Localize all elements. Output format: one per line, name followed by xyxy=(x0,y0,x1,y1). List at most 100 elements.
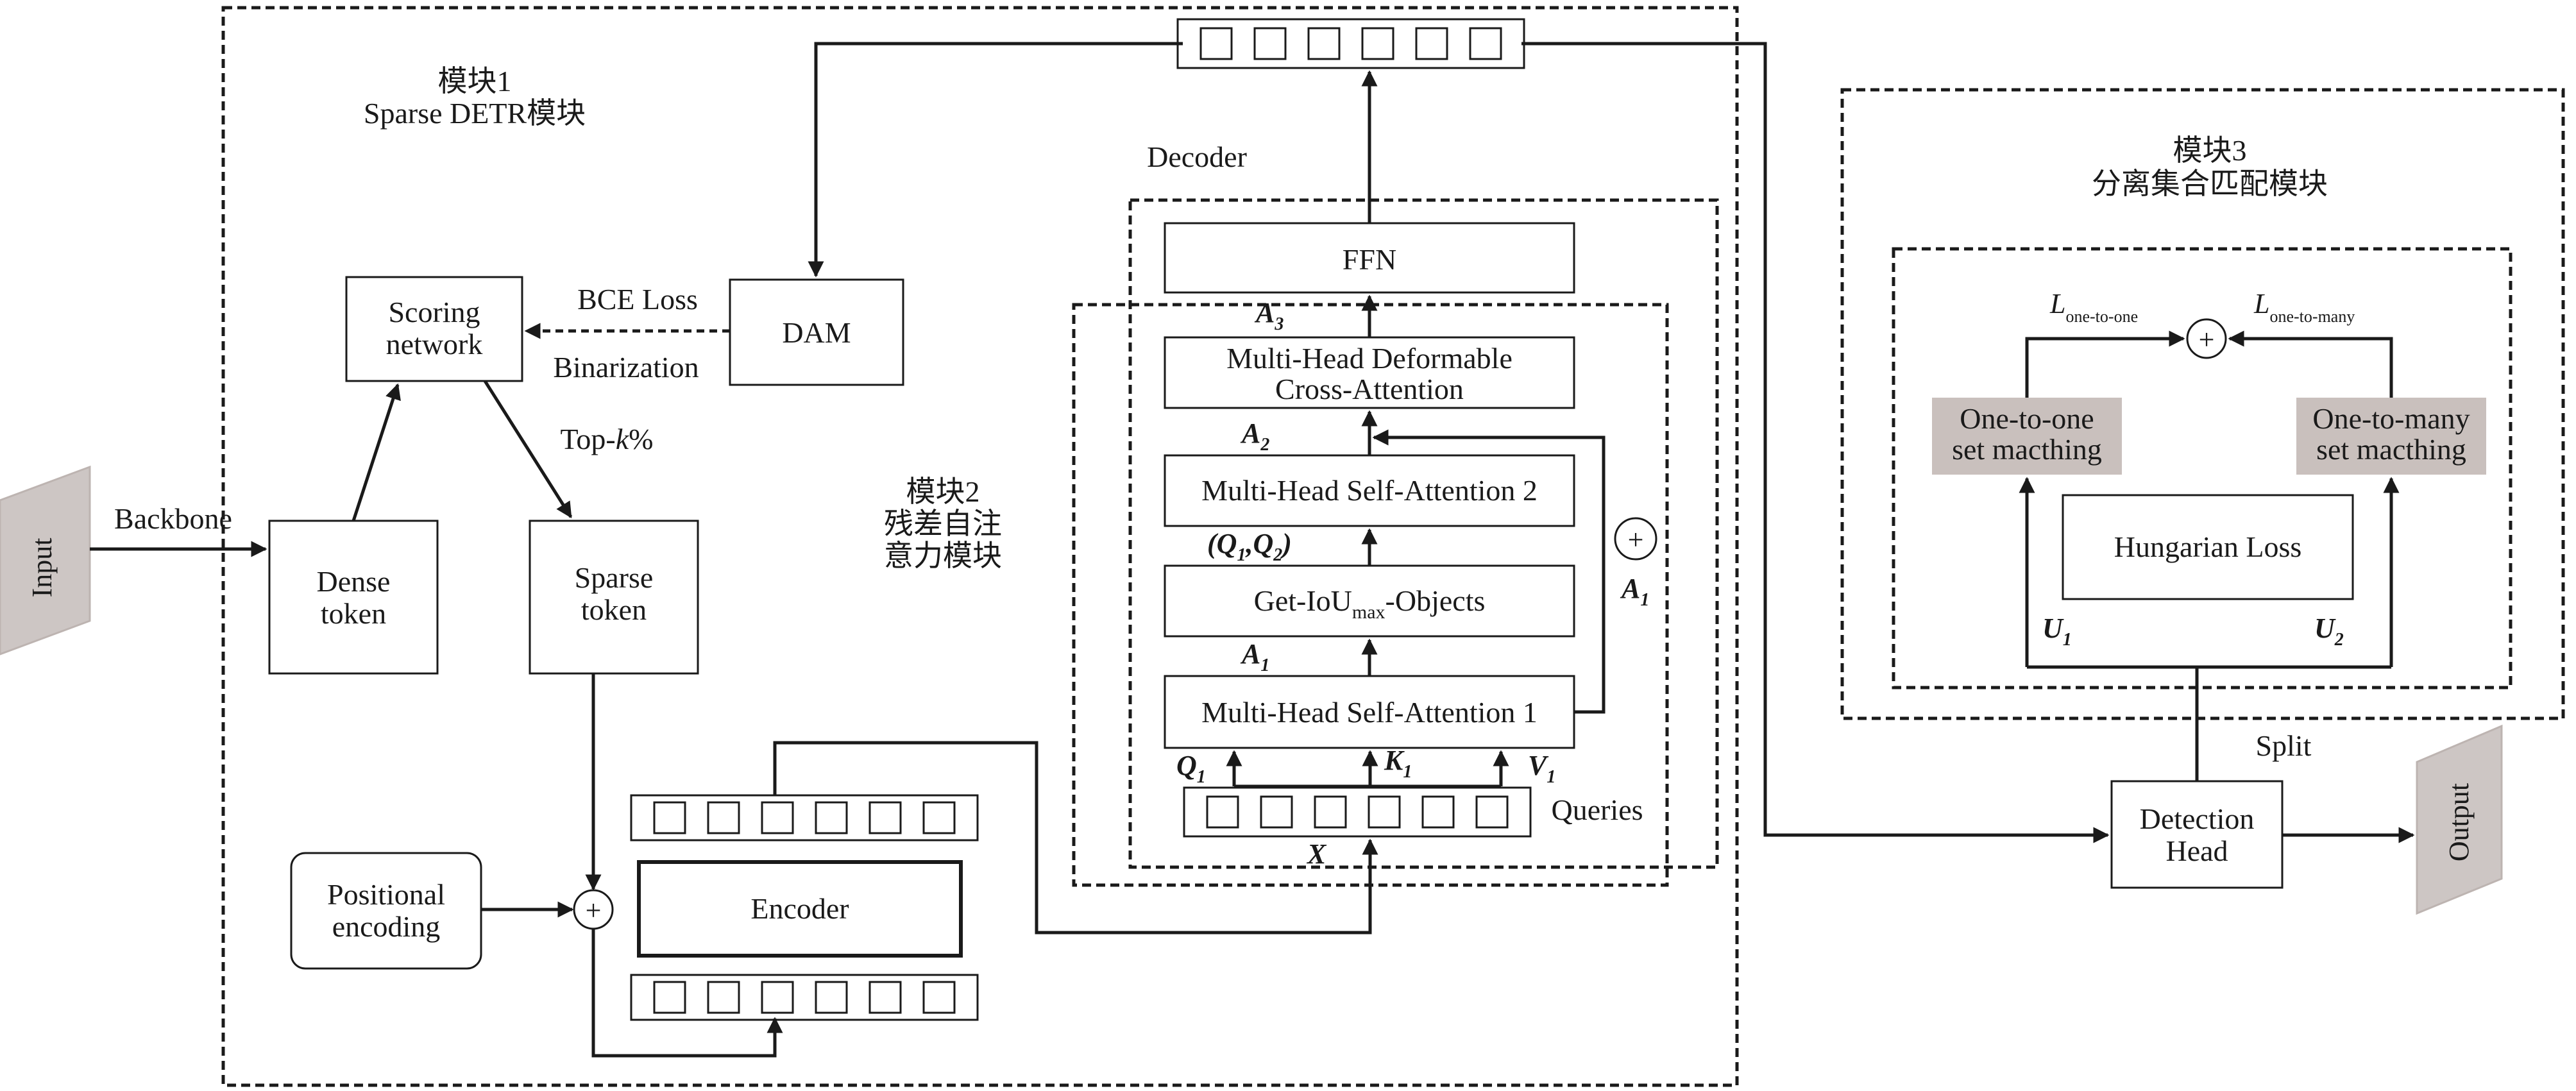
deform-attn-box xyxy=(1164,336,1575,409)
encoder-input-token-cell xyxy=(707,981,740,1014)
module1-title: 模块1 xyxy=(438,65,512,97)
input-label: Input xyxy=(26,538,58,598)
encoder-output-token-cell xyxy=(761,801,794,834)
dense-to-scoring-arrow xyxy=(352,383,401,521)
encoder-input-token-cell xyxy=(653,981,686,1014)
query-token-cell xyxy=(1475,795,1509,829)
input-shape xyxy=(0,465,91,655)
module1-subtitle: Sparse DETR模块 xyxy=(364,97,586,130)
encoder-output-token-cell xyxy=(815,801,848,834)
l-one-to-many-label: Lone-to-many xyxy=(2253,288,2355,326)
var-q1: Q1 xyxy=(1176,750,1206,787)
module3-title: 模块3 xyxy=(2173,134,2247,167)
self-attn-1-label: Multi-Head Self-Attention 1 xyxy=(1201,696,1538,729)
output-shape xyxy=(2416,724,2503,915)
query-token-frame xyxy=(1183,786,1532,838)
var-x: X xyxy=(1306,838,1327,870)
sum-to-encoder-input-arrow xyxy=(591,929,783,1058)
encoder-output-token-frame xyxy=(630,794,979,842)
u2-label: U2 xyxy=(2314,613,2344,650)
matching-inner-frame xyxy=(1892,247,2512,689)
split-label: Split xyxy=(2256,729,2312,762)
hungarian-loss-box xyxy=(2062,494,2354,600)
loss-sum-node xyxy=(2186,318,2227,359)
sparse-token-box xyxy=(529,520,699,675)
decoder-output-token-cell xyxy=(1415,27,1448,60)
connectors xyxy=(90,42,2415,1058)
queries-label: Queries xyxy=(1551,793,1643,826)
topk-label: Top-k% xyxy=(561,423,654,455)
one-to-many-line2: set macthing xyxy=(2316,433,2466,466)
self-attn-2-box xyxy=(1164,454,1575,527)
one-to-many-to-sum-arrow xyxy=(2228,330,2393,398)
module2-title: 模块2 xyxy=(906,475,980,508)
encoder-input-token-cell xyxy=(869,981,902,1014)
ffn-box xyxy=(1164,222,1575,294)
dense-token-line2: token xyxy=(321,597,386,630)
sparse-token-line2: token xyxy=(581,593,647,626)
ffn-label: FFN xyxy=(1343,243,1396,276)
positional-encoding-line1: Positional xyxy=(327,878,445,911)
residual-sum-node xyxy=(1614,517,1657,561)
one-to-many-line1: One-to-many xyxy=(2312,402,2470,435)
decoder-output-token-cell xyxy=(1253,27,1287,60)
decoder-output-token-cell xyxy=(1469,27,1502,60)
decoder-output-token-cell xyxy=(1307,27,1341,60)
deform-attn-line1: Multi-Head Deformable xyxy=(1226,342,1513,375)
query-token-cell xyxy=(1314,795,1347,829)
dam-label: DAM xyxy=(782,316,851,349)
sum-node-left-symbol: + xyxy=(586,895,602,926)
one-to-one-line2: set macthing xyxy=(1952,433,2102,466)
binarization-label: Binarization xyxy=(553,351,699,384)
decoder-output-token-cell xyxy=(1199,27,1233,60)
module3-frame xyxy=(1840,88,2565,720)
encoder-box xyxy=(637,860,963,958)
residual-sum-symbol: + xyxy=(1628,524,1644,555)
query-token-cell xyxy=(1421,795,1455,829)
residual-arrow xyxy=(1372,429,1606,714)
var-q1q2: (Q1,Q2) xyxy=(1207,528,1292,565)
encoder-output-tokens xyxy=(630,794,979,842)
decoder-output-token-cell xyxy=(1361,27,1394,60)
bce-loss-label: BCE Loss xyxy=(577,283,698,316)
query-token-cell xyxy=(1260,795,1293,829)
output-to-dam-arrow xyxy=(808,42,1183,278)
encoder-output-token-cell xyxy=(707,801,740,834)
sparse-token-line1: Sparse xyxy=(575,561,654,594)
decoder-output-tokens xyxy=(1176,18,1525,69)
decoder-label: Decoder xyxy=(1147,140,1247,173)
detection-head-line1: Detection xyxy=(2140,802,2255,835)
deform-attn-line2: Cross-Attention xyxy=(1275,373,1464,405)
query-tokens xyxy=(1183,786,1532,838)
one-to-one-match-box xyxy=(1932,398,2122,475)
var-k1: K1 xyxy=(1384,745,1412,782)
scoring-network-line2: network xyxy=(386,328,483,360)
var-a2: A2 xyxy=(1240,418,1269,455)
var-v1: V1 xyxy=(1528,750,1555,787)
encoder-output-token-cell xyxy=(869,801,902,834)
l-one-to-one-label: Lone-to-one xyxy=(2049,288,2138,326)
decoder-frame xyxy=(1128,198,1719,869)
module2-subtitle-1: 残差自注 xyxy=(884,507,1002,540)
backbone-label: Backbone xyxy=(114,502,232,535)
query-token-cell xyxy=(1206,795,1239,829)
var-a3: A3 xyxy=(1254,297,1284,334)
encoder-to-queries-arrow xyxy=(773,741,1378,935)
detection-head-box xyxy=(2110,780,2284,889)
get-iou-box xyxy=(1164,564,1575,638)
encoder-output-token-cell xyxy=(653,801,686,834)
var-a1-right: A1 xyxy=(1620,573,1649,610)
encoder-input-token-frame xyxy=(630,974,979,1021)
hungarian-loss-label: Hungarian Loss xyxy=(2114,530,2302,563)
self-attn-2-label: Multi-Head Self-Attention 2 xyxy=(1201,474,1538,507)
scoring-network-line1: Scoring xyxy=(388,296,480,328)
one-to-one-to-sum-arrow xyxy=(2025,330,2185,398)
output-to-detection-line xyxy=(1521,42,2110,843)
encoder-input-token-cell xyxy=(922,981,956,1014)
output-label: Output xyxy=(2443,783,2475,861)
detection-head-line2: Head xyxy=(2165,834,2228,867)
encoder-input-token-cell xyxy=(815,981,848,1014)
positional-encoding-line2: encoding xyxy=(332,910,441,943)
encoder-input-token-cell xyxy=(761,981,794,1014)
